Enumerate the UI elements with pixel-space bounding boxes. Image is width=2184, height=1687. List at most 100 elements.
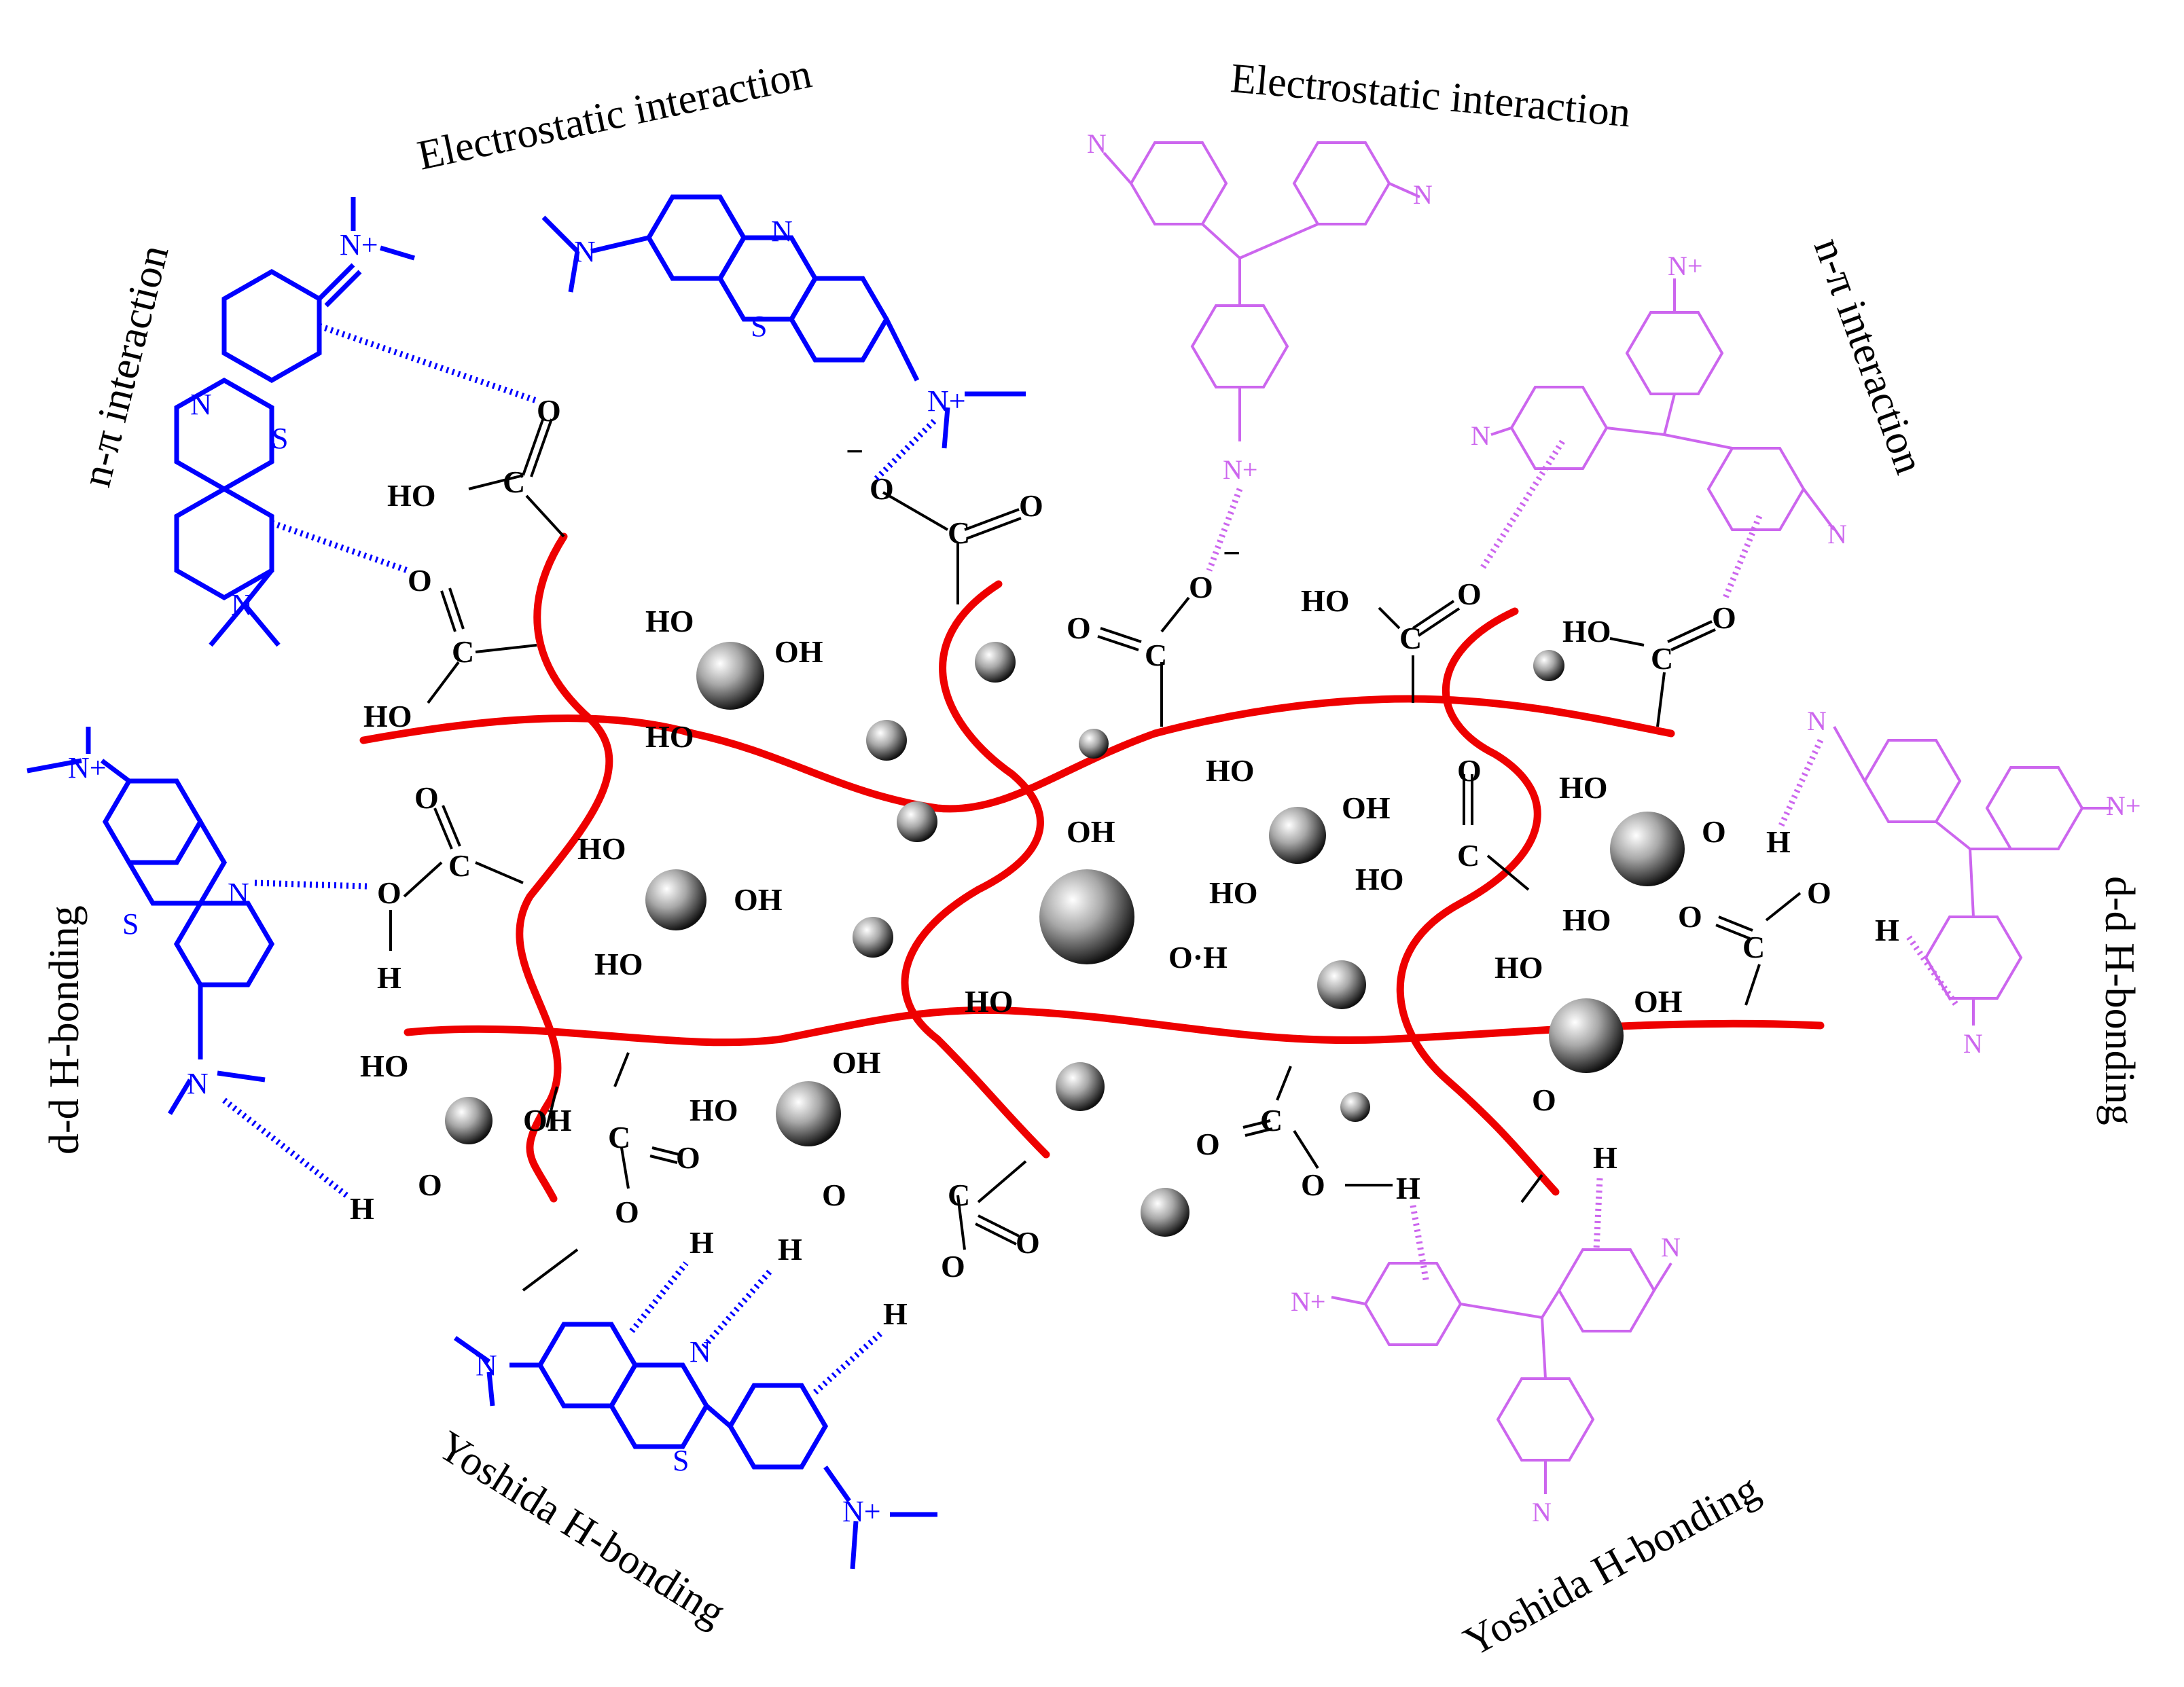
oh-label: OH (1342, 791, 1391, 825)
c-label: C (1260, 1103, 1283, 1138)
n-plus-label: N+ (927, 384, 966, 418)
o-label: O (1016, 1225, 1040, 1260)
o-label: O (676, 1140, 700, 1175)
n-label: N (1963, 1028, 1983, 1059)
sphere (776, 1081, 841, 1146)
c-label: C (452, 634, 474, 669)
sphere (1340, 1092, 1370, 1122)
sphere (1610, 812, 1685, 886)
o-label: O (1019, 488, 1043, 523)
n-label: N (1087, 128, 1107, 159)
sphere (897, 801, 937, 842)
oh-label: OH (774, 634, 823, 669)
n-label: N (1532, 1497, 1552, 1527)
label-dd-right: d-d H-bonding (2096, 876, 2143, 1125)
o-label: O (941, 1249, 965, 1284)
ho-label: HO (1562, 614, 1611, 649)
o-label: O (408, 563, 432, 598)
n-label: N (231, 588, 253, 621)
o-label: O (870, 471, 894, 506)
oh-label: OH (1067, 814, 1115, 849)
ho-label: HO (594, 947, 643, 981)
h-label: H (1766, 824, 1791, 859)
n-label: N (574, 235, 596, 268)
h-label: H (1875, 913, 1899, 947)
s-label: S (122, 907, 139, 941)
label-dd-left: d-d H-bonding (41, 905, 88, 1155)
c-label: C (503, 465, 525, 499)
n-plus-label: N+ (2106, 791, 2141, 821)
s-label: S (272, 422, 288, 455)
label-electrostatic-right: Electrostatic interaction (1229, 55, 1632, 136)
sphere (1317, 960, 1366, 1009)
h-label: H (690, 1225, 714, 1260)
n-label: N (187, 1067, 209, 1100)
o-label: O (822, 1178, 846, 1212)
n-plus-label: N+ (68, 751, 107, 784)
c-label: C (1742, 930, 1765, 964)
ho-label: HO (360, 1049, 409, 1083)
sphere (645, 869, 706, 930)
o-label: O (1702, 814, 1726, 849)
ho-label: HO (1209, 875, 1258, 910)
ho-label: HO (1355, 862, 1404, 896)
c-label: C (1399, 621, 1422, 655)
ho-label: HO (645, 604, 694, 638)
n-label: N (1471, 420, 1490, 451)
c-label: C (948, 515, 970, 550)
o-label: O (1678, 899, 1702, 934)
c-label: C (1457, 838, 1480, 873)
sphere (1533, 650, 1564, 681)
label-electrostatic-left: Electrostatic interaction (414, 50, 816, 179)
sphere (853, 917, 893, 958)
minus-label: − (846, 434, 863, 469)
n-plus-label: N+ (1668, 251, 1702, 281)
ho-label: HO (965, 984, 1014, 1019)
ho-label: HO (1559, 770, 1608, 805)
n-plus-label: N+ (842, 1495, 881, 1528)
n-label: N (476, 1349, 497, 1382)
ho-label: HO (1494, 950, 1543, 985)
o-label: O (537, 393, 561, 428)
sphere (1056, 1062, 1105, 1111)
oh-dot-label: O·H (1168, 940, 1228, 975)
h-label: H (1593, 1140, 1617, 1175)
ho-label: HO (577, 831, 626, 866)
oh-label: OH (832, 1045, 881, 1080)
sphere (1269, 807, 1326, 864)
c-label: C (608, 1120, 630, 1155)
o-label: O (414, 780, 439, 815)
oh-label: OH (523, 1103, 572, 1138)
oh-label: OH (1634, 984, 1683, 1019)
sphere (1141, 1188, 1189, 1237)
sphere (1039, 869, 1134, 964)
carboxyl-bonds (389, 417, 1802, 1292)
oh-label: OH (734, 882, 783, 917)
n-label: N (771, 215, 793, 248)
ho-label: HO (387, 478, 436, 513)
ho-label: HO (1206, 753, 1255, 788)
o-label: O (1457, 577, 1482, 611)
nanoparticle-spheres (445, 642, 1685, 1237)
o-label: O (418, 1167, 442, 1202)
interaction-labels: Electrostatic interaction Electrostatic … (41, 50, 2143, 1665)
s-label: S (751, 310, 767, 343)
methylene-blue-molecules: N+ N S N N N S N+ N+ N S N (26, 194, 1026, 1570)
sphere (866, 720, 907, 761)
label-yoshida-right: Yoshida H-bonding (1456, 1466, 1767, 1665)
n-plus-label: N+ (340, 228, 378, 261)
h-label: H (377, 960, 401, 995)
h-label: H (778, 1232, 802, 1267)
o-label: O (1712, 600, 1736, 635)
o-label: O (615, 1195, 639, 1229)
h-label: H (1396, 1171, 1420, 1205)
sphere (1549, 998, 1624, 1073)
n-plus-label: N+ (1291, 1286, 1325, 1317)
o-label: O (377, 875, 401, 910)
h-label: H (350, 1191, 374, 1226)
polymer-chains (359, 532, 1825, 1203)
sphere (696, 642, 764, 710)
ho-label: HO (690, 1093, 738, 1127)
n-label: N (1807, 706, 1827, 736)
